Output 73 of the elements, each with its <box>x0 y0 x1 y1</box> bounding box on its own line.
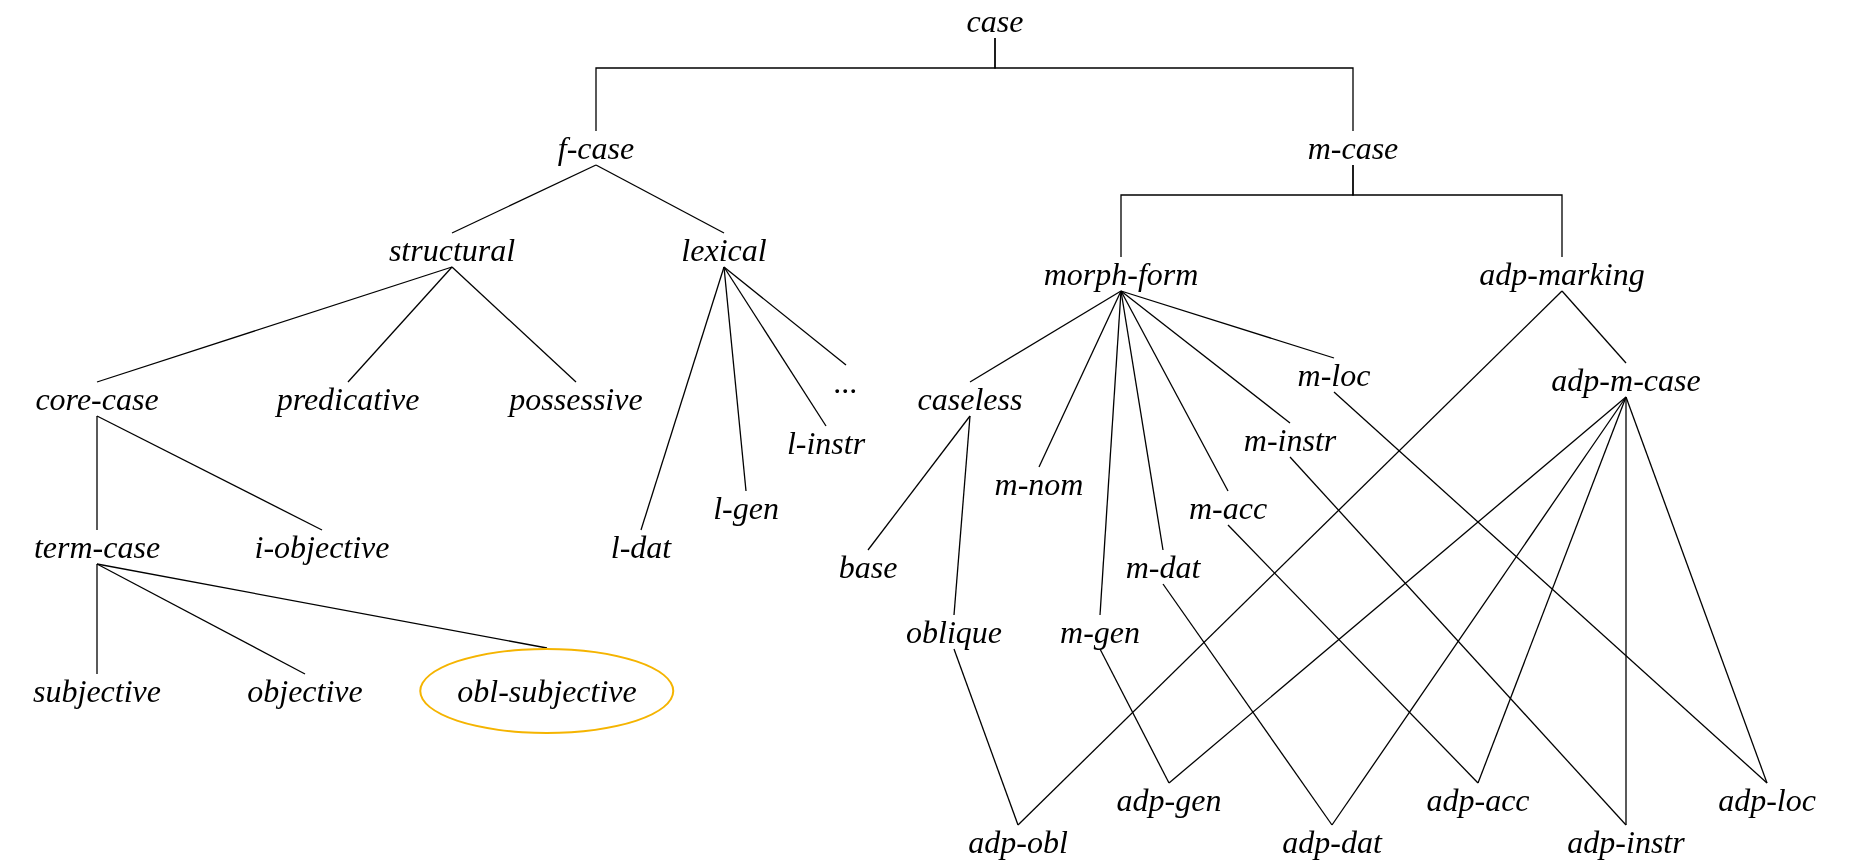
tree-node-label: subjective <box>30 674 164 708</box>
tree-node-label: m-case <box>1304 131 1402 165</box>
tree-branch-line <box>1120 290 1229 492</box>
tree-branch-line <box>1331 396 1627 826</box>
tree-node-label: adp-loc <box>1715 783 1819 817</box>
tree-branch-line <box>1168 396 1627 784</box>
tree-branch-line <box>96 563 548 649</box>
tree-node-label: adp-gen <box>1113 783 1225 817</box>
tree-node-label: adp-acc <box>1423 783 1533 817</box>
highlighted-ellipse-node: obl-subjective <box>419 648 675 734</box>
tree-branch-line <box>867 415 971 551</box>
tree-branch-line <box>1162 583 1333 826</box>
tree-branch-line <box>723 266 747 492</box>
tree-node-label: f-case <box>554 131 638 165</box>
tree-branch-line <box>1099 648 1170 784</box>
tree-branch-line <box>994 37 1354 132</box>
tree-node-label: objective <box>244 674 366 708</box>
tree-node-label: predicative <box>273 382 423 416</box>
tree-branch-line <box>969 290 1122 383</box>
tree-branch-line <box>96 563 306 675</box>
tree-branch-line <box>96 563 98 675</box>
tree-node-label: caseless <box>914 382 1026 416</box>
tree-branch-line <box>96 266 453 383</box>
tree-node-label: l-instr <box>783 426 869 460</box>
tree-branch-line <box>723 266 847 366</box>
tree-node-label: l-dat <box>607 530 675 564</box>
tree-node-label: possessive <box>506 382 646 416</box>
tree-branch-line <box>1477 396 1627 784</box>
tree-node-label: i-objective <box>251 530 393 564</box>
tree-branch-line <box>1625 396 1768 784</box>
tree-node-label: adp-marking <box>1476 257 1648 291</box>
tree-node-label: m-dat <box>1122 550 1204 584</box>
tree-node-label: adp-m-case <box>1548 363 1704 397</box>
tree-branch-line <box>96 415 323 531</box>
tree-node-label: m-loc <box>1294 358 1374 392</box>
tree-node-label: adp-obl <box>965 825 1071 859</box>
tree-node-label: m-acc <box>1185 491 1271 525</box>
tree-branch-line <box>1227 524 1479 784</box>
tree-branch-line <box>1017 290 1563 826</box>
tree-branch-line <box>953 648 1019 826</box>
tree-branch-line <box>1352 164 1563 258</box>
tree-branch-line <box>723 266 827 427</box>
tree-branch-line <box>1625 396 1627 826</box>
tree-branch-line <box>96 415 98 531</box>
tree-branch-line <box>1561 290 1627 364</box>
tree-branch-line <box>451 266 577 383</box>
tree-node-label: core-case <box>32 382 162 416</box>
tree-branch-line <box>1120 290 1291 424</box>
tree-branch-line <box>1333 391 1768 784</box>
tree-branch-line <box>1120 290 1335 359</box>
tree-node-label: m-gen <box>1057 615 1143 649</box>
tree-node-label: lexical <box>678 233 770 267</box>
tree-node-label: adp-dat <box>1279 825 1385 859</box>
tree-branch-line <box>640 266 725 531</box>
tree-node-label: ... <box>831 365 861 399</box>
tree-node-label: m-nom <box>991 467 1087 501</box>
tree-branch-line <box>1120 290 1164 551</box>
tree-branch-line <box>1099 290 1122 616</box>
tree-node-label: oblique <box>903 615 1005 649</box>
tree-node-label: adp-instr <box>1564 825 1688 859</box>
tree-node-label: l-gen <box>710 491 782 525</box>
tree-node-label: morph-form <box>1040 257 1202 291</box>
tree-node-label: base <box>835 550 901 584</box>
tree-branch-line <box>347 266 453 383</box>
tree-branch-line <box>953 415 971 616</box>
tree-node-label: case <box>963 4 1027 38</box>
tree-branch-line <box>595 164 725 234</box>
tree-branch-line <box>451 164 597 234</box>
tree-node-label: structural <box>385 233 519 267</box>
tree-branch-line <box>1038 290 1122 468</box>
tree-node-label: term-case <box>30 530 164 564</box>
tree-node-label: m-instr <box>1240 423 1340 457</box>
tree-branch-line <box>1289 456 1627 826</box>
